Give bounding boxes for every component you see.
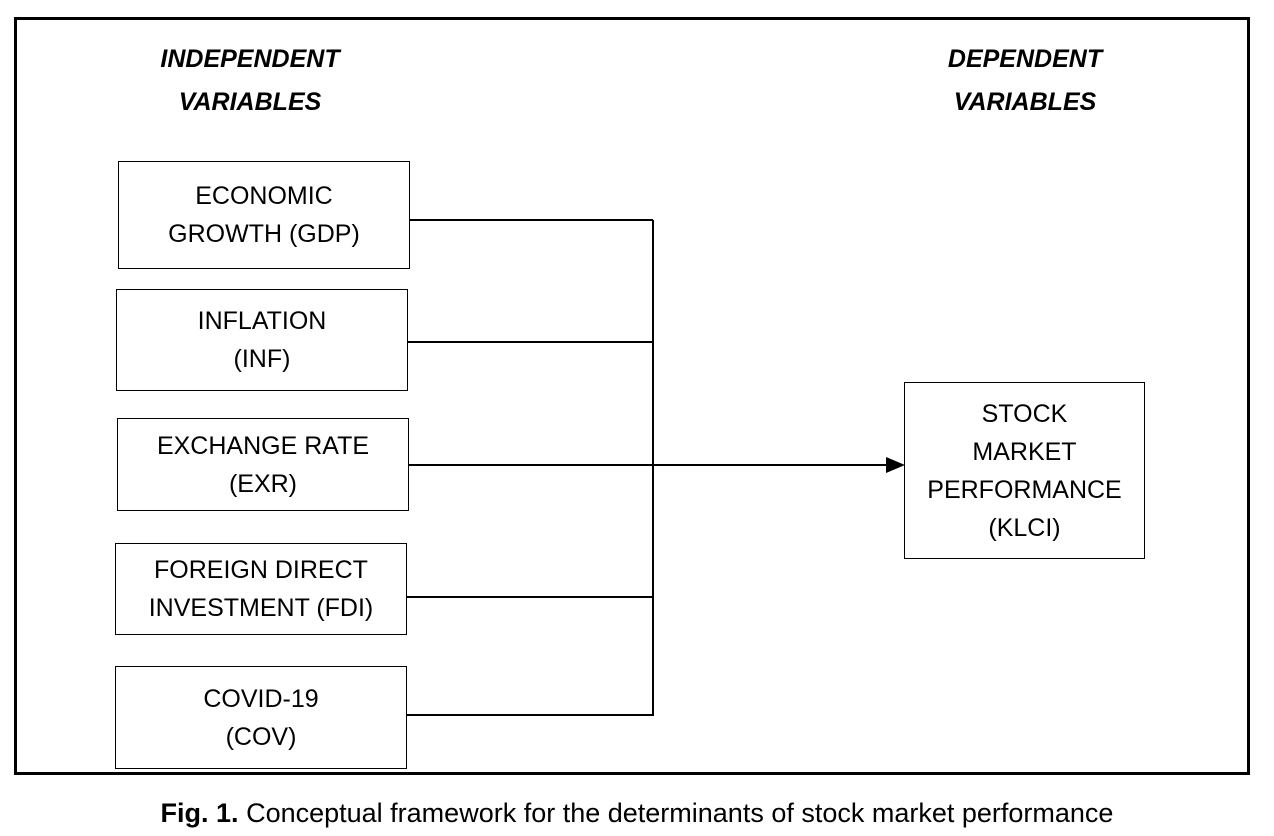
independent-variable-gdp: ECONOMIC GROWTH (GDP) [118,161,410,269]
diagram-frame [14,17,1250,775]
independent-variable-fdi: FOREIGN DIRECT INVESTMENT (FDI) [115,543,407,635]
arrowhead [886,457,905,473]
independent-variable-inf: INFLATION (INF) [116,289,408,391]
dependent-variable-klci: STOCK MARKET PERFORMANCE (KLCI) [904,382,1145,559]
independent-variable-cov: COVID-19 (COV) [115,666,407,769]
caption-label: Fig. 1. [160,798,239,828]
figure-caption: Fig. 1. Conceptual framework for the det… [0,795,1274,831]
independent-variable-exr: EXCHANGE RATE (EXR) [117,418,409,511]
dependent-variables-heading: DEPENDENT VARIABLES [947,45,1103,116]
independent-variables-heading: INDEPENDENT VARIABLES [160,45,340,116]
caption-text: Conceptual framework for the determinant… [246,798,1114,828]
